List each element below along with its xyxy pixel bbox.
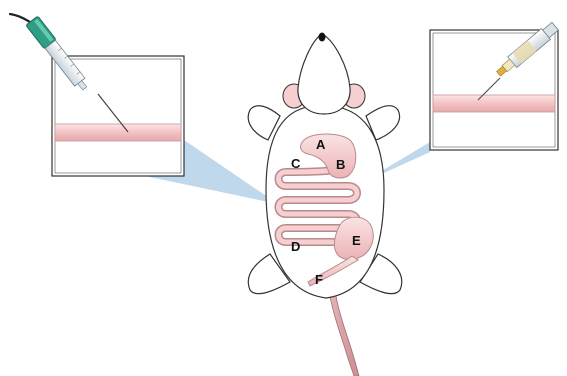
inset-left-intestine-segment [54, 123, 182, 142]
mouse-front-right-leg [365, 105, 401, 141]
mouse-hind-right-leg [359, 253, 403, 295]
caecum [333, 216, 374, 261]
left-needle [97, 93, 129, 133]
mouse-nose [318, 32, 326, 42]
region-labels: A B C D E F [291, 137, 361, 287]
label-d: D [291, 239, 300, 254]
syringe-icon [477, 21, 559, 101]
stomach [300, 133, 357, 179]
small-intestine [276, 167, 360, 245]
mouse-front-left-leg [247, 105, 281, 141]
label-e: E [352, 233, 361, 248]
mouse-head [297, 33, 351, 115]
label-a: A [316, 137, 326, 152]
inset-right-intestine-segment [432, 94, 556, 113]
inset-left [8, 12, 185, 177]
label-f: F [315, 272, 323, 287]
inset-left-inner-frame [54, 58, 182, 174]
label-b: B [336, 157, 345, 172]
right-needle [477, 77, 501, 101]
inset-right-inner-frame [432, 32, 556, 148]
gastrointestinal-tract [274, 133, 374, 287]
inset-right [429, 21, 559, 151]
mouse-tail [329, 295, 360, 376]
label-c: C [291, 156, 301, 171]
mouse-head-group [282, 32, 366, 115]
colon [307, 255, 359, 287]
syringe-with-tube-icon [8, 12, 129, 133]
mouse-hind-left-leg [247, 253, 291, 295]
